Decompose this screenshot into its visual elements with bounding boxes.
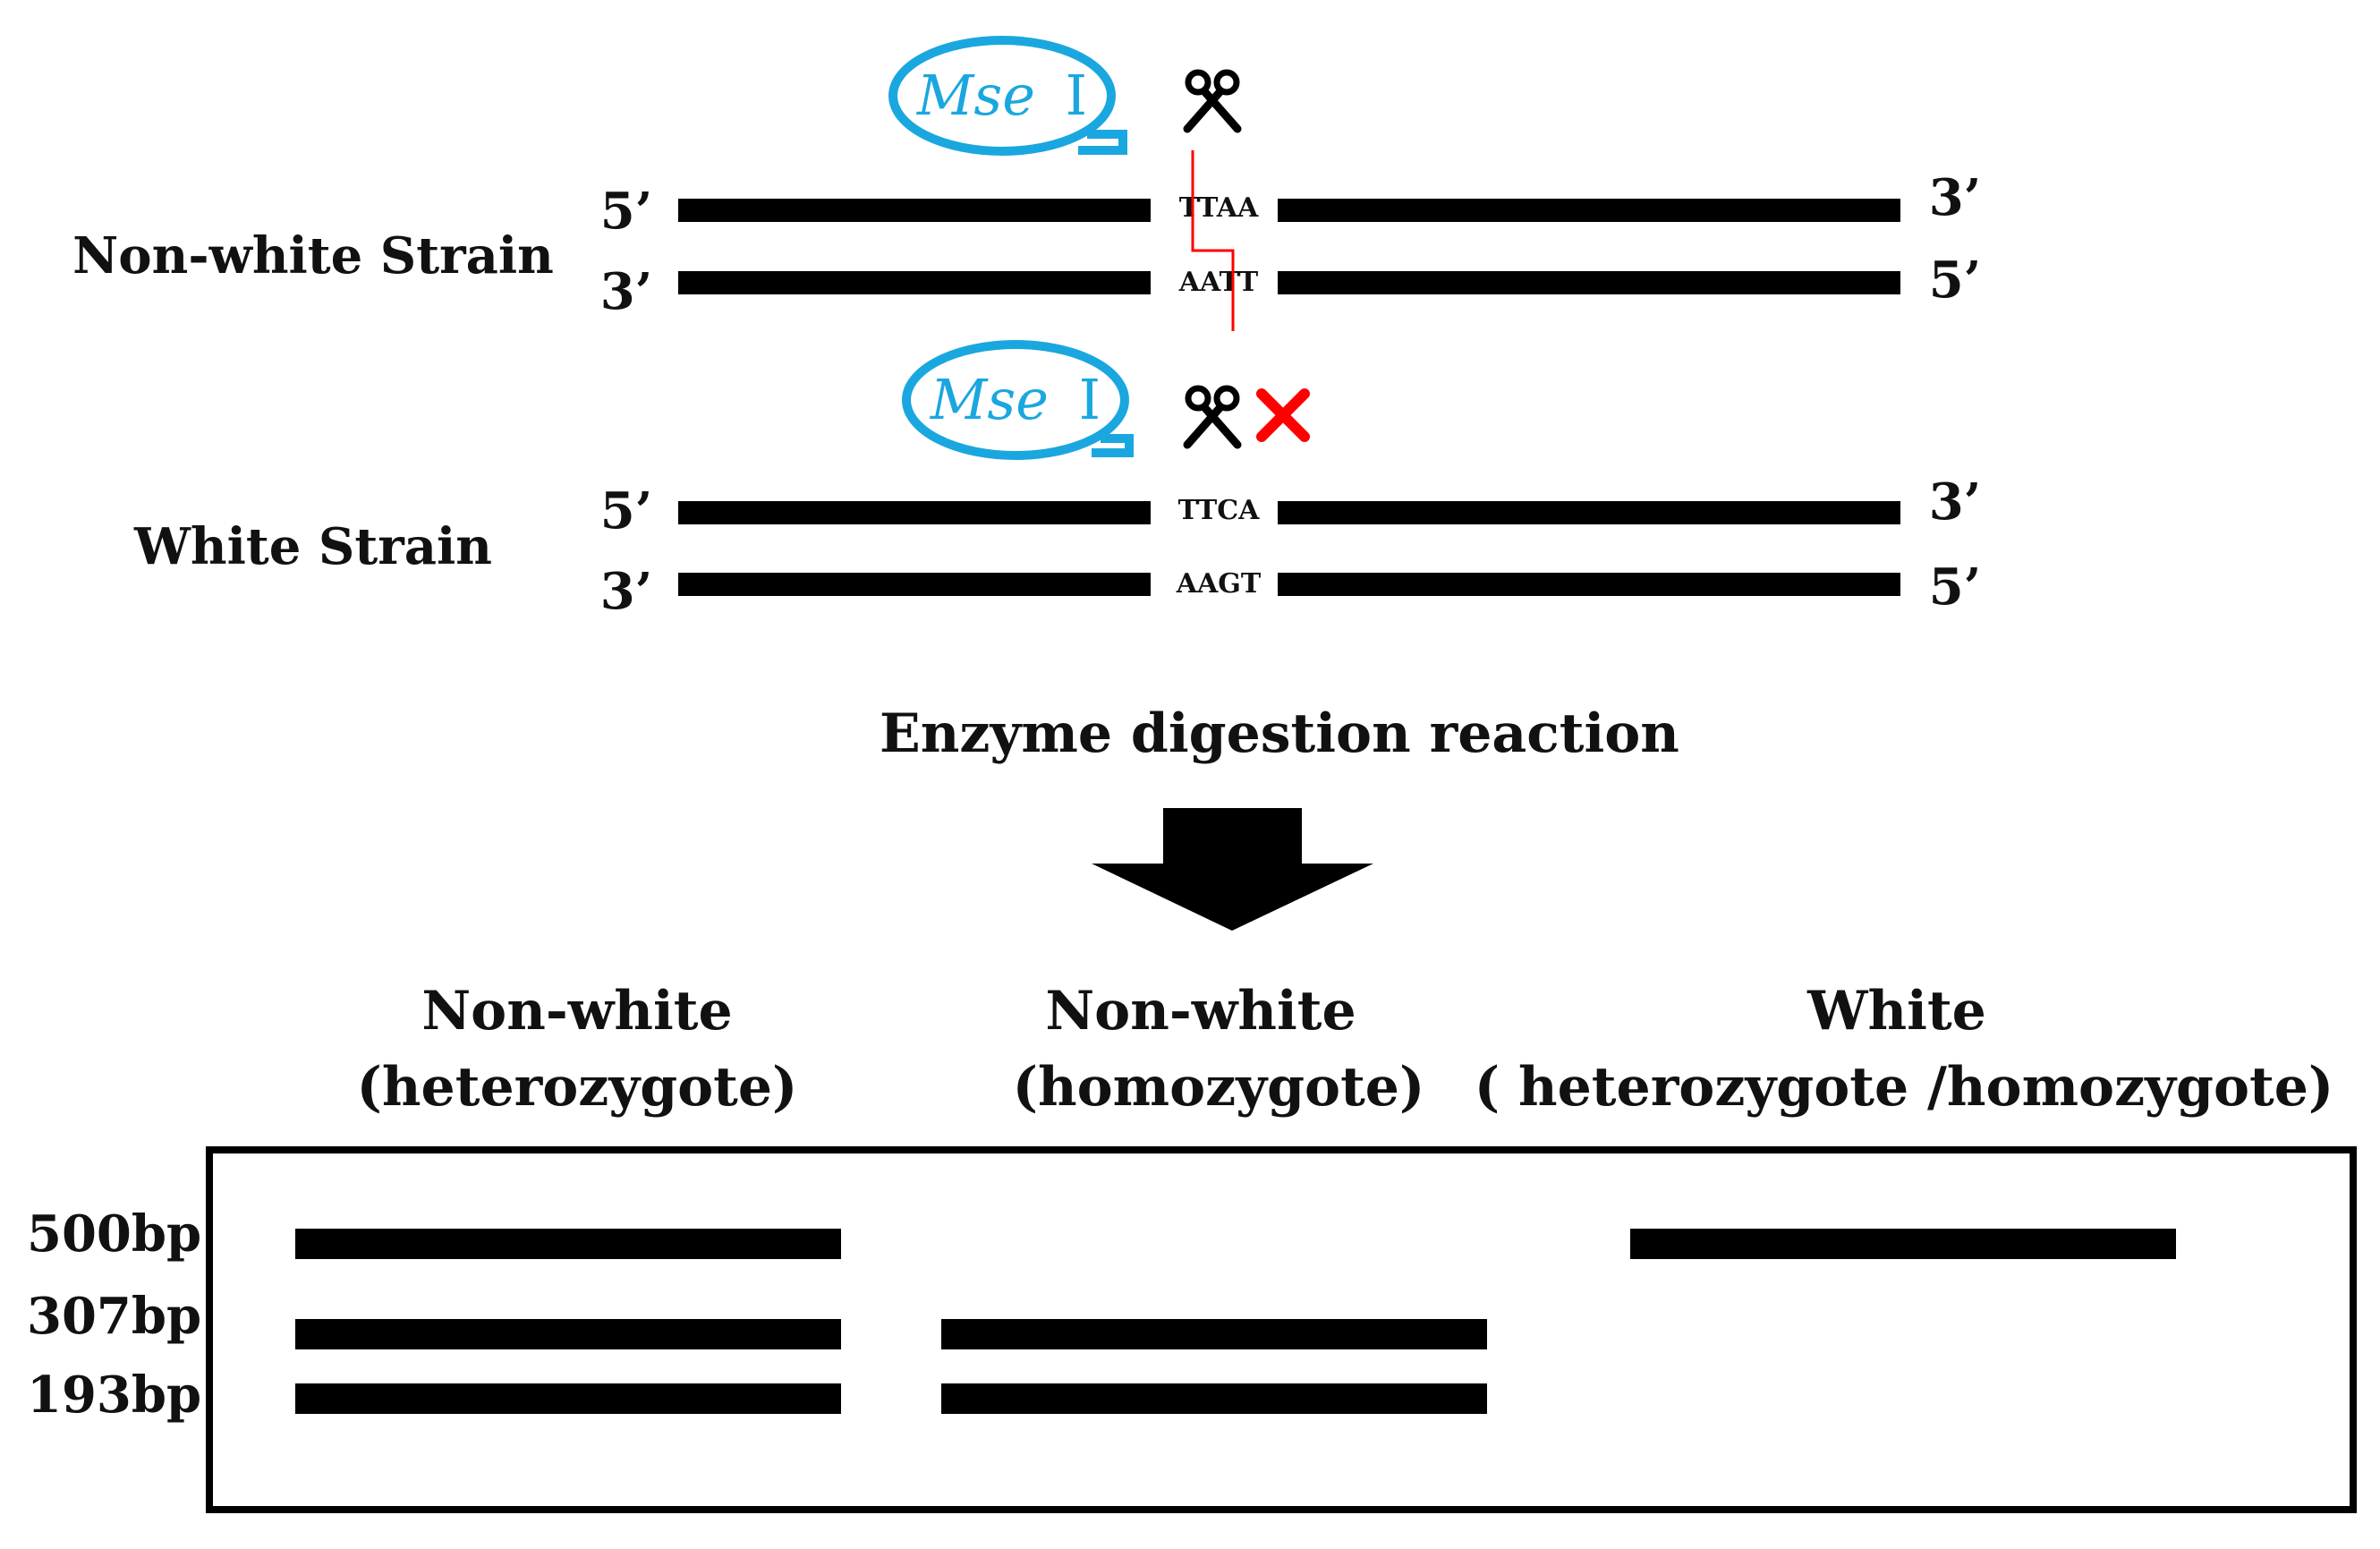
gel-band-307bp <box>941 1319 1487 1349</box>
red-x-icon <box>1256 388 1310 442</box>
bottom-strand-left-end: 3’ <box>600 262 652 321</box>
top-strand-left-end: 5’ <box>600 182 652 241</box>
lane-header-line2: (heterozygote) <box>357 1056 798 1119</box>
lane-header-line2: ( heterozygote /homozygote) <box>1475 1056 2334 1119</box>
top-strand-sequence: TTCA <box>1178 495 1260 526</box>
bottom-strand-right <box>1278 573 1900 596</box>
size-markers: 500bp 307bp 193bp <box>27 1204 201 1425</box>
scissors-icon <box>1183 69 1242 133</box>
mse-enzyme-icon: Mse I <box>888 36 1127 156</box>
gel-bands <box>295 1229 2176 1414</box>
lane-header-line2: (homozygote) <box>1013 1056 1425 1119</box>
gel-band-193bp <box>941 1383 1487 1414</box>
white-strain-block: Mse I White Strain 5’ TTCA 3’ 3’ AAGT 5’ <box>133 340 1981 621</box>
gel-frame <box>206 1146 2357 1513</box>
top-strand-left-end: 5’ <box>600 481 652 540</box>
size-marker-label: 500bp <box>27 1204 201 1264</box>
size-marker-label: 307bp <box>27 1287 201 1346</box>
top-strand-right-end: 3’ <box>1929 168 1981 227</box>
bottom-strand-left <box>678 573 1151 596</box>
down-arrow-icon <box>1092 808 1373 931</box>
enzyme-name-italic: Mse <box>916 63 1035 128</box>
top-strand-sequence: TTAA <box>1179 192 1259 224</box>
non-white-strain-block: Mse I Non-white Strain 5’ TTAA 3’ 3’ AAT… <box>72 36 1981 331</box>
gel-band-500bp <box>295 1229 841 1259</box>
bottom-strand-right <box>1278 271 1900 294</box>
bottom-strand-sequence: AAGT <box>1176 568 1262 600</box>
gel-band-500bp <box>1630 1229 2176 1259</box>
enzyme-name-italic: Mse <box>930 367 1049 432</box>
top-strand-right <box>1278 199 1900 222</box>
lane-headers: Non-white (heterozygote) Non-white (homo… <box>357 980 2334 1119</box>
scissors-icon <box>1183 385 1242 449</box>
bottom-strand-right-end: 5’ <box>1929 251 1981 310</box>
gel-band-193bp <box>295 1383 841 1414</box>
bottom-strand-left-end: 3’ <box>600 562 652 621</box>
top-strand-right <box>1278 501 1900 524</box>
bottom-strand-sequence: AATT <box>1178 267 1259 298</box>
lane-header-line1: White <box>1806 980 1986 1043</box>
cut-site-line <box>1191 150 1235 331</box>
bottom-strand-right-end: 5’ <box>1929 557 1981 617</box>
bottom-strand-left <box>678 271 1151 294</box>
enzyme-name-roman: I <box>1079 367 1101 432</box>
top-strand-left <box>678 501 1151 524</box>
enzyme-name-roman: I <box>1066 63 1088 128</box>
lane-header-line1: Non-white <box>421 980 732 1043</box>
size-marker-label: 193bp <box>27 1366 201 1425</box>
top-strand-left <box>678 199 1151 222</box>
top-strand-right-end: 3’ <box>1929 472 1981 532</box>
svg-text:Mse I: Mse I <box>916 63 1087 128</box>
gel-band-307bp <box>295 1319 841 1349</box>
strain-label: Non-white Strain <box>72 226 554 285</box>
reaction-label: Enzyme digestion reaction <box>880 702 1679 765</box>
mse-enzyme-icon: Mse I <box>902 340 1134 460</box>
lane-header-line1: Non-white <box>1045 980 1356 1043</box>
strain-label: White Strain <box>133 517 492 576</box>
svg-text:Mse I: Mse I <box>930 367 1101 432</box>
